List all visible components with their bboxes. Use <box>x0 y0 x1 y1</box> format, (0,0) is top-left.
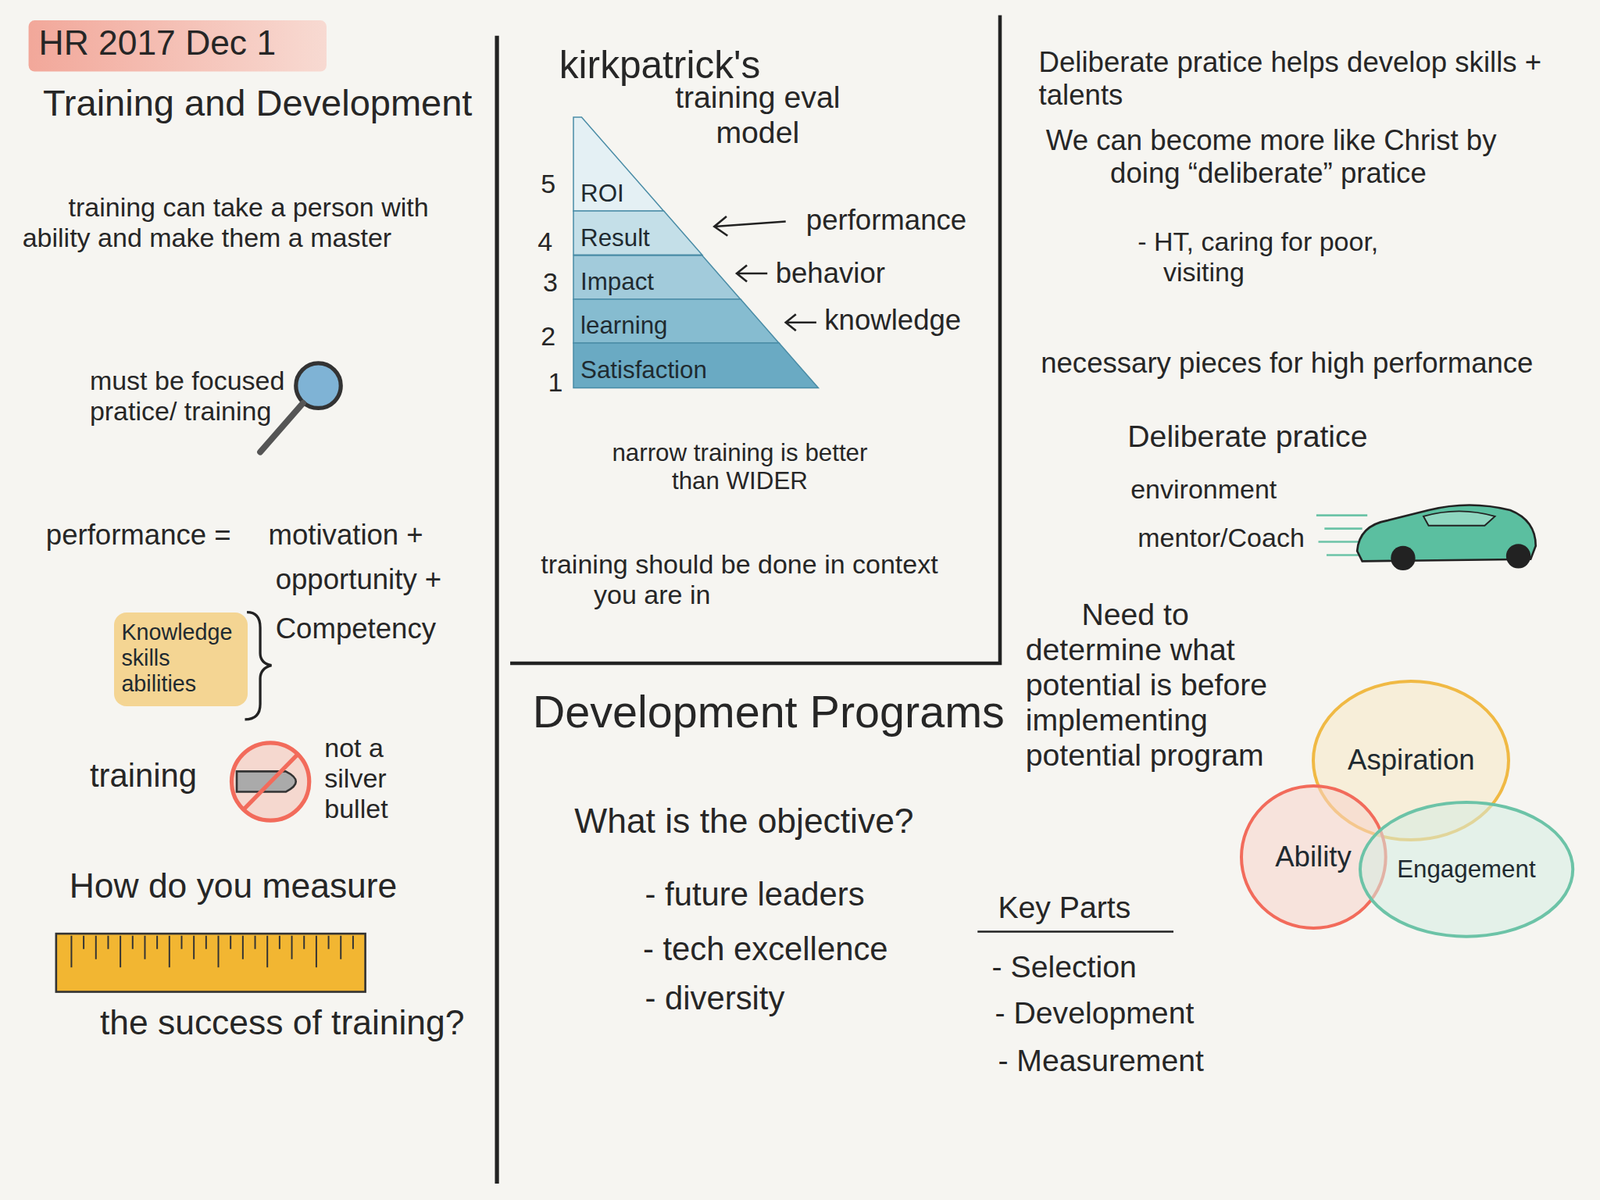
question-text: How do you measure <box>69 865 458 906</box>
venn-shape <box>1360 802 1573 937</box>
node-text: Aspiration <box>1347 743 1475 777</box>
pyramid-band <box>573 255 741 300</box>
node-label: Knowledge skills abilities <box>114 612 246 704</box>
formula-text: performance = <box>46 518 232 552</box>
node-label: Impact <box>580 267 741 297</box>
list-item: - future leaders <box>645 875 865 914</box>
highlight-shape <box>114 612 248 707</box>
list-heading: Key Parts <box>997 889 1131 925</box>
leader-arrow <box>736 265 768 283</box>
note-text: training <box>89 757 197 795</box>
note-text: We can become more like Christ by doing … <box>1046 124 1550 190</box>
list-item: - HT, caring for poor, visiting <box>1137 226 1439 288</box>
level-number: 1 <box>547 367 563 398</box>
node-label: Satisfaction <box>580 356 818 385</box>
node-label: ROI <box>580 179 665 208</box>
level-number: 2 <box>540 321 556 352</box>
section-heading: Development Programs <box>532 685 1013 738</box>
panel-border <box>510 15 1000 664</box>
list-item: - Measurement <box>997 1042 1204 1079</box>
section-heading: Deliberate pratice helps develop skills … <box>1039 46 1580 112</box>
list-item: mentor/Coach <box>1137 522 1305 554</box>
ruler <box>56 933 366 992</box>
car-wheel <box>1390 546 1415 571</box>
question-text: the success of training? <box>100 1002 488 1043</box>
model-title: training eval model <box>668 79 848 150</box>
list-item: environment <box>1130 474 1277 505</box>
node-text: Engagement <box>1396 855 1536 884</box>
node-text: Impact <box>580 267 741 297</box>
note-text: training can take a person with ability … <box>22 192 431 254</box>
venn-circle: Engagement <box>1357 800 1575 940</box>
section-heading: necessary pieces for high performance <box>1040 346 1592 380</box>
question-text: What is the objective? <box>574 800 914 841</box>
car-wheel <box>1506 543 1531 568</box>
level-number: 3 <box>542 267 558 298</box>
pyramid-band <box>573 210 703 255</box>
node-text: Ability <box>1275 840 1352 874</box>
pyramid-band <box>573 299 779 343</box>
pyramid-band <box>573 117 665 211</box>
list-item: - Selection <box>992 949 1137 985</box>
leader-arrow <box>785 314 817 331</box>
node-label: Ability <box>1275 840 1352 874</box>
level-callout: performance <box>806 203 967 237</box>
node-label: Result <box>580 224 703 253</box>
node-label: Aspiration <box>1347 743 1475 777</box>
formula-text: Competency <box>275 612 436 646</box>
pyramid-band <box>573 342 818 388</box>
node-label: Engagement <box>1396 855 1536 884</box>
pyramid-level: ROI <box>573 117 665 211</box>
ruler-ticks <box>71 935 353 968</box>
art-group <box>28 15 1536 1185</box>
formula-text: motivation + <box>268 518 424 552</box>
pyramid-level: Satisfaction <box>573 342 818 388</box>
pyramid-level: Result <box>573 210 703 255</box>
no-sign <box>231 742 309 821</box>
note-text: Need to determine what potential is befo… <box>1025 596 1327 773</box>
level-callout: behavior <box>775 257 886 290</box>
note-text: not a silver bullet <box>324 732 404 825</box>
node-text: learning <box>580 311 779 340</box>
node-text: Result <box>580 224 703 253</box>
list-item: - tech excellence <box>642 930 889 968</box>
title-highlight <box>28 20 327 72</box>
no-sign-slash <box>242 753 300 811</box>
column-divider <box>494 35 499 1184</box>
note-text: narrow training is better than WIDER <box>602 439 879 496</box>
curly-bracket <box>244 612 272 720</box>
list-item: - diversity <box>645 979 786 1018</box>
note-text: training should be done in context you a… <box>540 549 951 611</box>
car-window <box>1423 510 1495 525</box>
highlight-blob: Knowledge skills abilities <box>114 612 248 707</box>
pyramid-level: Impact <box>573 255 741 300</box>
leader-arrow <box>714 216 786 236</box>
node-text: ROI <box>580 179 665 208</box>
level-number: 4 <box>537 226 553 258</box>
heading-underline <box>977 930 1174 933</box>
node-label: learning <box>580 311 779 340</box>
node-text: Satisfaction <box>580 356 818 385</box>
note-text: must be focused pratice/ training <box>89 365 294 427</box>
list-item: - Development <box>995 995 1195 1031</box>
pyramid-level: learning <box>573 299 779 343</box>
page-title: HR 2017 Dec 1 <box>39 22 277 63</box>
level-number: 5 <box>540 168 556 200</box>
level-callout: knowledge <box>824 303 961 337</box>
list-item: Deliberate pratice <box>1127 418 1368 454</box>
formula-text: opportunity + <box>275 563 443 597</box>
section-heading: Training and Development <box>42 82 473 125</box>
node-text: Knowledge skills abilities <box>121 619 239 697</box>
